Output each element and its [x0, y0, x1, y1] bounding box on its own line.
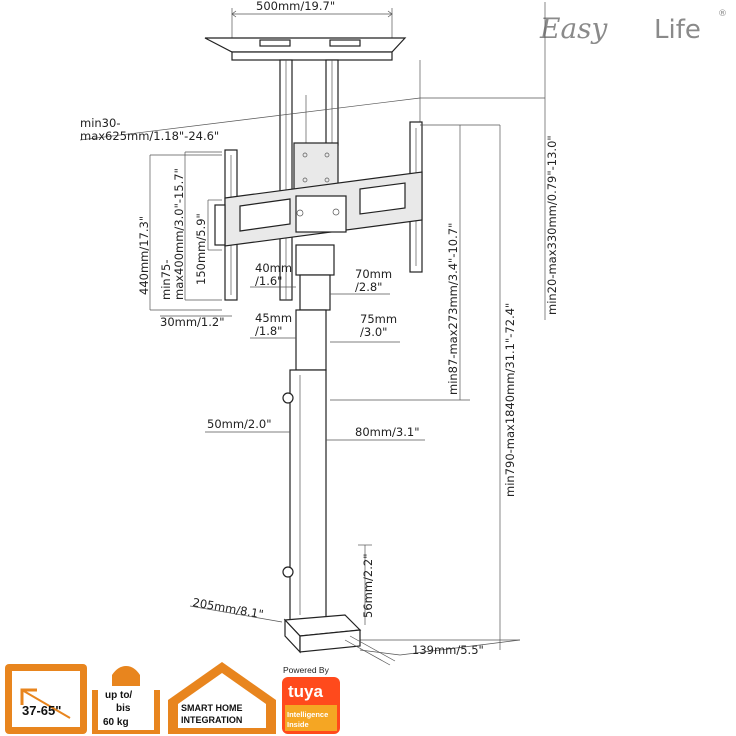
badge-tuya-powered: Powered By — [283, 665, 330, 675]
badge-tuya-brand: tuya — [288, 682, 324, 701]
badge-tuya: Powered By tuya Intelligence Inside — [282, 665, 340, 734]
dim-tube1-small-a: 40mm — [255, 261, 292, 275]
dim-vesa-line1: min75- — [159, 260, 173, 300]
top-mounting-plate: 500mm/19.7" — [204, 0, 407, 61]
dim-tube2-small-a: 45mm — [255, 311, 292, 325]
dim-bracket-inner: 150mm/5.9" — [194, 213, 208, 285]
dim-bracket-depth: 30mm/1.2" — [160, 315, 225, 329]
dim-right-verticals: min20-max330mm/0.79"-13.0" min87-max273m… — [330, 2, 559, 650]
dim-top-plate-width: 500mm/19.7" — [256, 0, 335, 13]
dim-tube2-large-b: /3.0" — [360, 325, 387, 339]
dim-base-width: 139mm/5.5" — [412, 643, 484, 657]
dim-vesa-line2: max400mm/3.0"-15.7" — [172, 168, 186, 300]
dim-tube1-large-a: 70mm — [355, 267, 392, 281]
vesa-bracket — [214, 121, 423, 301]
logo-registered: ® — [718, 9, 727, 19]
dim-bracket-height: 440mm/17.3" — [137, 216, 151, 295]
dim-tube1-large-b: /2.8" — [355, 280, 382, 294]
dim-stroke-line2: max625mm/1.18"-24.6" — [80, 129, 219, 143]
logo-easy: Easy — [539, 12, 609, 45]
dim-bracket-travel: min87-max273mm/3.4"-10.7" — [446, 223, 460, 395]
dim-bracket: 440mm/17.3" min75- max400mm/3.0"-15.7" 1… — [137, 151, 232, 329]
dim-tube2-small-b: /1.8" — [255, 324, 282, 338]
dim-stroke: min30- max625mm/1.18"-24.6" — [79, 60, 421, 150]
dim-tubes: 40mm /1.6" 70mm /2.8" 45mm /1.8" 75mm /3… — [205, 261, 425, 441]
dim-base-height: 56mm/2.2" — [361, 554, 375, 619]
dim-total-height: min790-max1840mm/31.1"-72.4" — [503, 303, 517, 497]
dim-base-length: 205mm/8.1" — [191, 595, 264, 621]
badge-tuya-line2: Inside — [287, 720, 309, 729]
column — [282, 244, 335, 621]
easylife-logo: Easy Life ® — [539, 9, 727, 45]
badge-smarthome-line2: INTEGRATION — [181, 715, 242, 725]
dim-tube3-large: 80mm/3.1" — [355, 425, 420, 439]
badge-smart-home: SMART HOME INTEGRATION — [168, 662, 276, 734]
badge-screen-size: 37-65" — [5, 664, 87, 734]
badge-screen-label: 37-65" — [22, 703, 61, 718]
logo-life: Life — [654, 15, 701, 45]
badge-weight: up to/ bis 60 kg — [92, 666, 160, 734]
badge-tuya-line1: Intelligence — [287, 710, 328, 719]
dim-tube1-small-b: /1.6" — [255, 274, 282, 288]
base: 56mm/2.2" 205mm/8.1" 139mm/5.5" — [189, 544, 521, 666]
dim-tube2-large-a: 75mm — [360, 312, 397, 326]
dim-tube3-small: 50mm/2.0" — [207, 417, 272, 431]
upper-rails — [279, 59, 339, 301]
badge-smarthome-line1: SMART HOME — [181, 703, 243, 713]
badge-weight-line3: 60 kg — [103, 717, 129, 728]
dim-stroke-line1: min30- — [80, 116, 120, 130]
dim-top-adjust: min20-max330mm/0.79"-13.0" — [545, 135, 559, 315]
badge-weight-line1: up to/ — [105, 690, 132, 701]
badge-weight-line2: bis — [116, 703, 131, 714]
